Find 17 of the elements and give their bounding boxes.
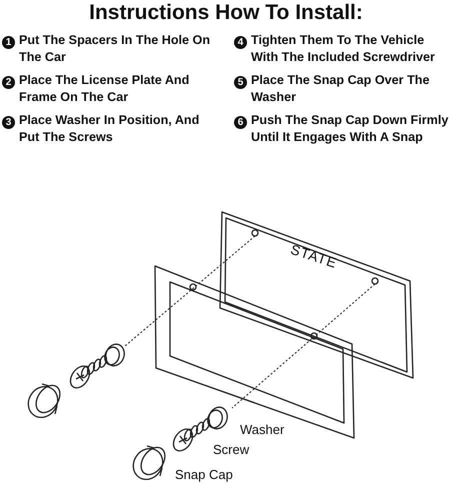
step-number: 1: [2, 36, 15, 49]
part-label: Screw: [213, 442, 250, 457]
step-number: 5: [234, 76, 247, 89]
instruction-text: Put The Spacers In The Hole On The Car: [19, 32, 212, 66]
step-number: 6: [234, 116, 247, 129]
step-number: 4: [234, 36, 247, 49]
step-number: 2: [2, 76, 15, 89]
plate-text: STATE: [288, 240, 340, 272]
instruction-text: Push The Snap Cap Down Firmly Until It Engages With A Snap: [251, 112, 450, 146]
part-label: Snap Cap: [175, 467, 233, 482]
title: Instructions How To Install:: [88, 0, 364, 26]
instruction-text: Tighten Them To The Vehicle With The Included Screwdriver: [251, 32, 436, 66]
step-number: 3: [2, 116, 15, 129]
instruction-text: Place The License Plate And Frame On The Car: [19, 72, 190, 106]
part-label: Washer: [240, 422, 284, 437]
instruction-text: Place The Snap Cap Over The Washer: [251, 72, 430, 106]
instruction-text: Place Washer In Position, And Put The Screws: [19, 112, 200, 146]
